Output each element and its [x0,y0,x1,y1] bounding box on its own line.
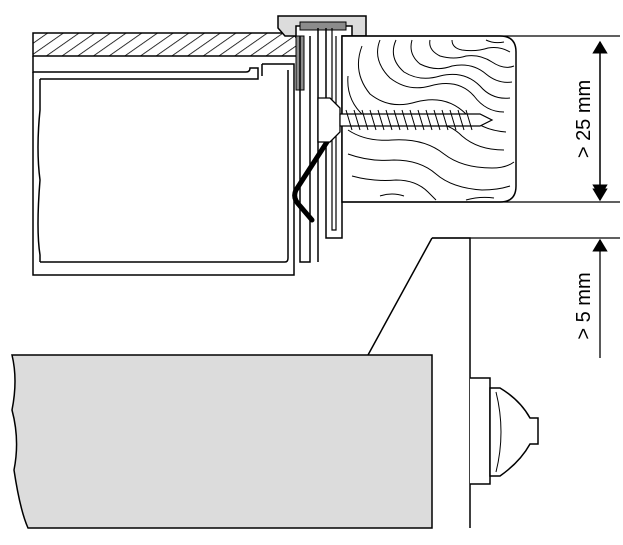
appliance-housing [32,56,295,276]
cabinet-front [11,237,471,529]
dimension-label-lower: > 5 mm [573,272,595,339]
worktop-hatch [32,32,298,57]
spring-clip [292,125,339,223]
door-knob [470,377,539,485]
dimension-label-upper: > 25 mm [573,80,595,158]
dimension-labels: > 25 mm > 5 mm [573,80,595,340]
wood-cabinet-panel [339,35,517,203]
wood-screw [339,109,494,131]
worktop [32,32,298,57]
